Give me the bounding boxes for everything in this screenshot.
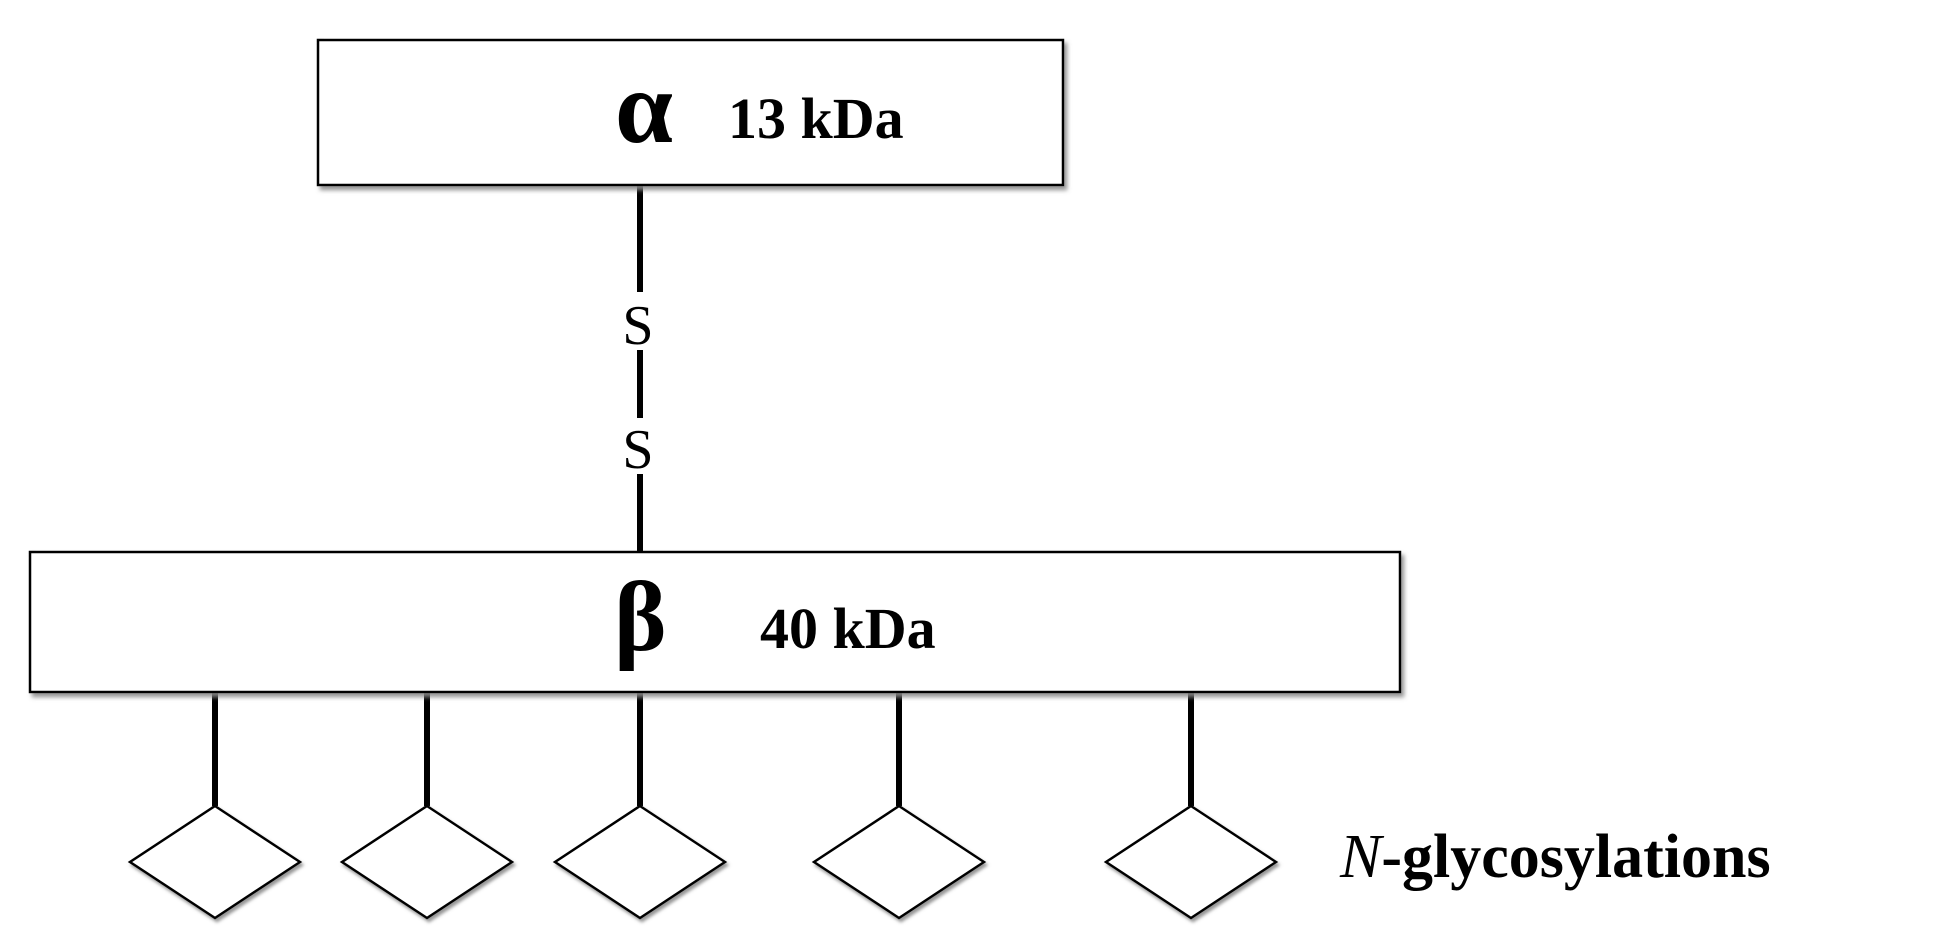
alpha-subunit-box — [316, 38, 1065, 187]
alpha-mass-label: 13 kDa — [728, 86, 904, 151]
alpha-symbol: α — [615, 50, 673, 165]
glycan-diamond-3 — [552, 804, 728, 920]
glycosylation-stems — [212, 692, 1194, 806]
beta-symbol: β — [614, 561, 667, 672]
sulfur-atom-1: S — [622, 295, 653, 357]
glycosylation-label-suffix: -glycosylations — [1381, 823, 1770, 891]
sulfur-atom-2: S — [622, 419, 653, 481]
glycan-diamond-2 — [339, 804, 515, 920]
glycosylation-sites — [127, 804, 1279, 920]
glycan-diamond-1 — [127, 804, 303, 920]
glycosylation-label: N-glycosylations — [1339, 823, 1771, 891]
beta-mass-label: 40 kDa — [760, 596, 936, 661]
glycan-diamond-4 — [811, 804, 987, 920]
glycan-diamond-5 — [1103, 804, 1279, 920]
beta-subunit-box — [28, 550, 1402, 694]
alpha-subunit: α 13 kDa — [316, 38, 1065, 187]
glycosylation-label-prefix: N — [1339, 823, 1385, 891]
beta-subunit: β 40 kDa — [28, 550, 1402, 694]
